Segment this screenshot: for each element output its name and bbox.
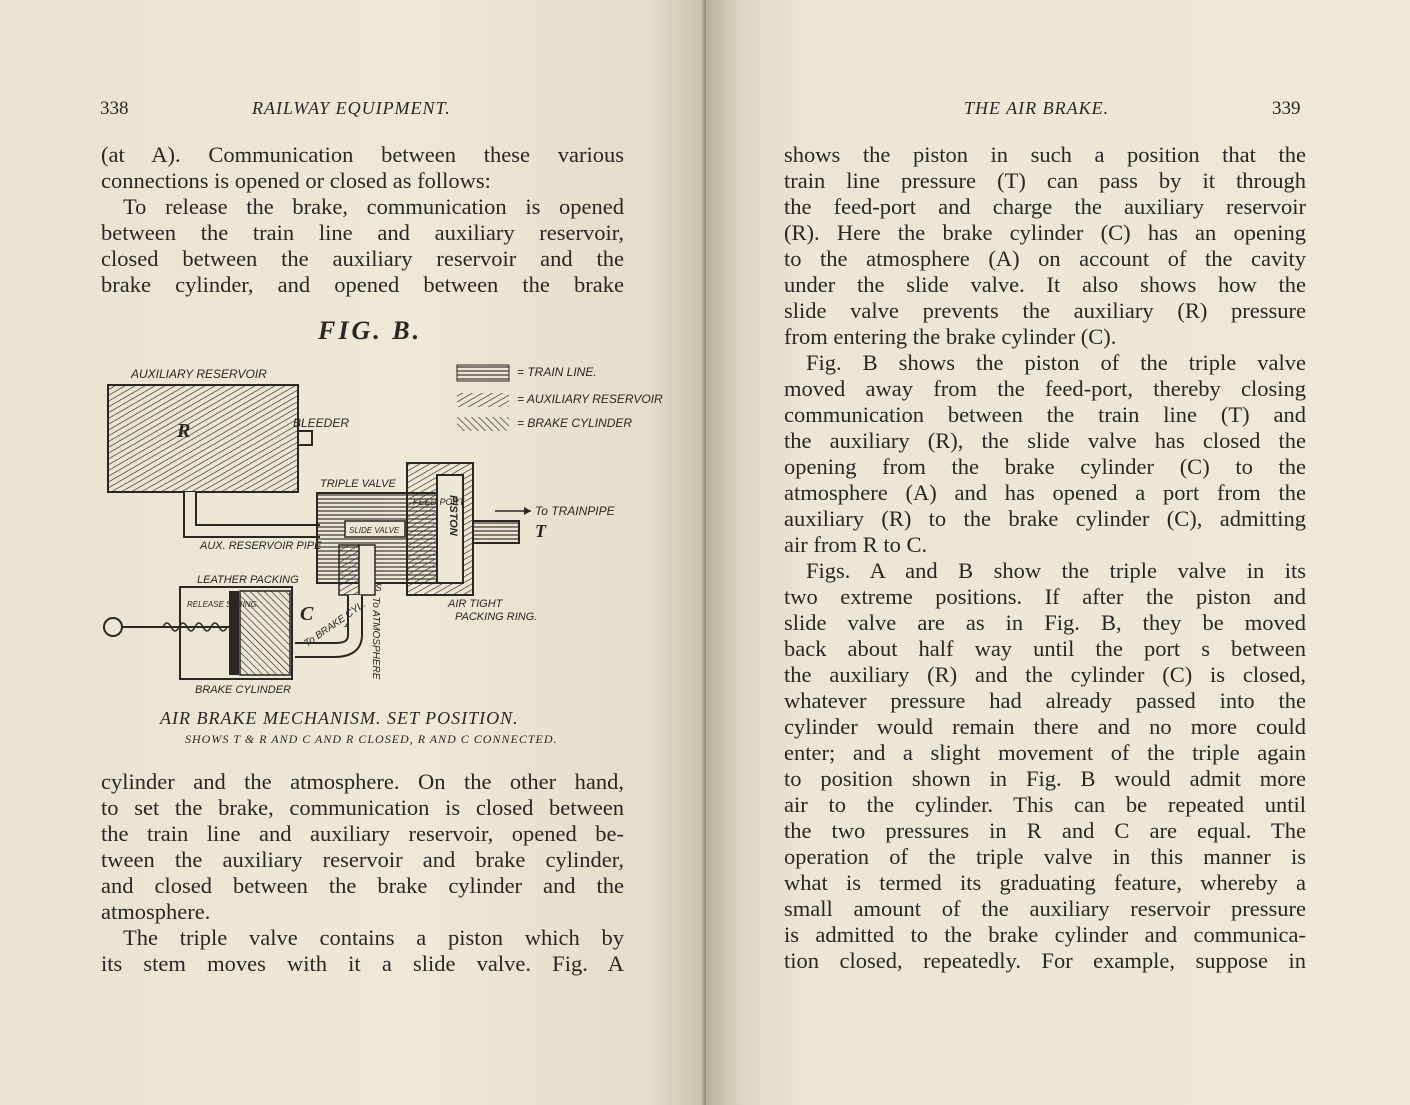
brake-cylinder-air — [239, 590, 291, 676]
label-packing-ring: PACKING RING. — [455, 611, 537, 623]
left-page: 338 RAILWAY EQUIPMENT. (at A). Communica… — [0, 0, 706, 1105]
legend-brake-cylinder: = BRAKE CYLINDER — [517, 416, 632, 430]
piston-chamber — [436, 474, 464, 584]
para-line: operation of the triple valve in this ma… — [784, 844, 1306, 869]
para-line: closed between the auxiliary reservoir a… — [101, 246, 624, 271]
right-text: shows the piston in such a position that… — [784, 142, 1306, 974]
reservoir-letter: R — [176, 420, 190, 442]
slide-valve — [344, 520, 406, 538]
legend-train-line-swatch — [456, 364, 510, 382]
legend-aux-reservoir-swatch — [457, 393, 509, 407]
para-line: from entering the brake cylinder (C). — [784, 324, 1117, 349]
para-line: The triple valve contains a piston which… — [123, 925, 624, 950]
label-slide-valve: SLIDE VALVE — [349, 526, 400, 535]
port-s-letter: S — [375, 583, 382, 594]
para-line: connections is opened or closed as follo… — [101, 168, 491, 193]
label-feed-port: FEED PORT — [413, 497, 466, 507]
para-line: atmosphere (A) and has opened a port fro… — [784, 480, 1306, 505]
cylinder-letter: C — [300, 603, 314, 625]
brake-piston — [229, 591, 239, 675]
para-line: whatever pressure had already passed int… — [784, 688, 1306, 713]
figure-caption-sub: SHOWS T & R AND C AND R CLOSED, R AND C … — [185, 732, 558, 746]
para-line: the auxiliary (R) and the cylinder (C) i… — [784, 662, 1306, 687]
para-line: opening from the brake cylinder (C) to t… — [784, 454, 1306, 479]
para-line: To release the brake, communication is o… — [123, 194, 624, 219]
para-line: shows the piston in such a position that… — [784, 142, 1306, 167]
left-page-number: 338 — [100, 98, 129, 119]
para-line: the auxiliary (R), the slide valve has c… — [784, 428, 1306, 453]
para-line: and closed between the brake cylinder an… — [101, 873, 624, 898]
para-line: train line pressure (T) can pass by it t… — [784, 168, 1306, 193]
para-line: what is termed its graduating feature, w… — [784, 870, 1306, 895]
label-aux-reservoir: AUXILIARY RESERVOIR — [130, 367, 267, 381]
para-line: tion closed, repeatedly. For example, su… — [784, 948, 1306, 973]
legend-aux-reservoir: = AUXILIARY RESERVOIR — [517, 392, 663, 406]
legend-train-line: = TRAIN LINE. — [517, 365, 597, 379]
figure-title: FIG. B. — [318, 316, 423, 345]
train-pipe — [472, 520, 520, 544]
left-text-bottom: cylinder and the atmosphere. On the othe… — [101, 769, 624, 977]
right-page: THE AIR BRAKE. 339 shows the piston in s… — [706, 0, 1410, 1105]
figure-caption-main: AIR BRAKE MECHANISM. SET POSITION. — [160, 708, 519, 728]
para-line: moved away from the feed-port, thereby c… — [784, 376, 1306, 401]
brake-cylinder-body — [179, 586, 293, 680]
para-line: (at A). Communication between these vari… — [101, 142, 624, 167]
para-line: two extreme positions. If after the pist… — [784, 584, 1306, 609]
label-piston: PISTON — [447, 495, 459, 537]
para-line: tween the auxiliary reservoir and brake … — [101, 847, 624, 872]
right-page-number: 339 — [1272, 98, 1301, 119]
para-line: cylinder would remain there and no more … — [784, 714, 1306, 739]
piston-rod-eye — [103, 617, 123, 637]
label-release-spring: RELEASE SPRING. — [187, 600, 259, 609]
para-line: the feed-port and charge the auxiliary r… — [784, 194, 1306, 219]
train-letter: T — [535, 521, 547, 541]
para-line: is admitted to the brake cylinder and co… — [784, 922, 1306, 947]
para-line: Figs. A and B show the triple valve in i… — [806, 558, 1306, 583]
para-line: (R). Here the brake cylinder (C) has an … — [784, 220, 1306, 245]
right-running-head: THE AIR BRAKE. — [964, 98, 1110, 118]
label-to-trainpipe: To TRAINPIPE — [535, 504, 616, 518]
para-line: the two pressures in R and C are equal. … — [784, 818, 1306, 843]
bleeder-valve — [297, 430, 313, 446]
label-air-tight: AIR TIGHT — [447, 598, 504, 610]
label-aux-reservoir-pipe: AUX. RESERVOIR PIPE — [199, 540, 322, 552]
air-brake-figure: = TRAIN LINE. = AUXILIARY RESERVOIR = BR… — [103, 364, 663, 696]
para-line: under the slide valve. It also shows how… — [784, 272, 1306, 297]
para-line: back about half way until the port s bet… — [784, 636, 1306, 661]
para-line: to position shown in Fig. B would admit … — [784, 766, 1306, 791]
para-line: slide valve prevents the auxiliary (R) p… — [784, 298, 1306, 323]
para-line: Fig. B shows the piston of the triple va… — [806, 350, 1306, 375]
para-line: to set the brake, communication is close… — [101, 795, 624, 820]
para-line: slide valve are as in Fig. B, they be mo… — [784, 610, 1306, 635]
label-triple-valve: TRIPLE VALVE — [320, 478, 396, 490]
para-line: communication between the train line (T)… — [784, 402, 1306, 427]
label-to-atmosphere: To ATMOSPHERE — [370, 597, 381, 680]
para-line: cylinder and the atmosphere. On the othe… — [101, 769, 624, 794]
left-running-head: RAILWAY EQUIPMENT. — [252, 98, 451, 118]
label-brake-cylinder: BRAKE CYLINDER — [195, 684, 291, 696]
port-a — [338, 544, 360, 596]
para-line: to the atmosphere (A) on account of the … — [784, 246, 1306, 271]
legend-brake-cylinder-swatch — [457, 417, 509, 431]
para-line: air to the cylinder. This can be repeate… — [784, 792, 1306, 817]
para-line: its stem moves with it a slide valve. Fi… — [101, 951, 624, 976]
left-text-top: (at A). Communication between these vari… — [101, 142, 624, 298]
para-line: enter; and a slight movement of the trip… — [784, 740, 1306, 765]
para-line: the train line and auxiliary reservoir, … — [101, 821, 624, 846]
label-bleeder: BLEEDER — [293, 416, 349, 430]
para-line: small amount of the auxiliary reservoir … — [784, 896, 1306, 921]
label-leather-packing: LEATHER PACKING — [197, 574, 299, 586]
para-line: air from R to C. — [784, 532, 928, 557]
aux-reservoir-tank — [107, 384, 299, 493]
para-line: brake cylinder, and opened between the b… — [101, 272, 624, 297]
para-line: auxiliary (R) to the brake cylinder (C),… — [784, 506, 1306, 531]
para-line: atmosphere. — [101, 899, 211, 924]
port-s — [358, 544, 376, 596]
para-line: between the train line and auxiliary res… — [101, 220, 624, 245]
